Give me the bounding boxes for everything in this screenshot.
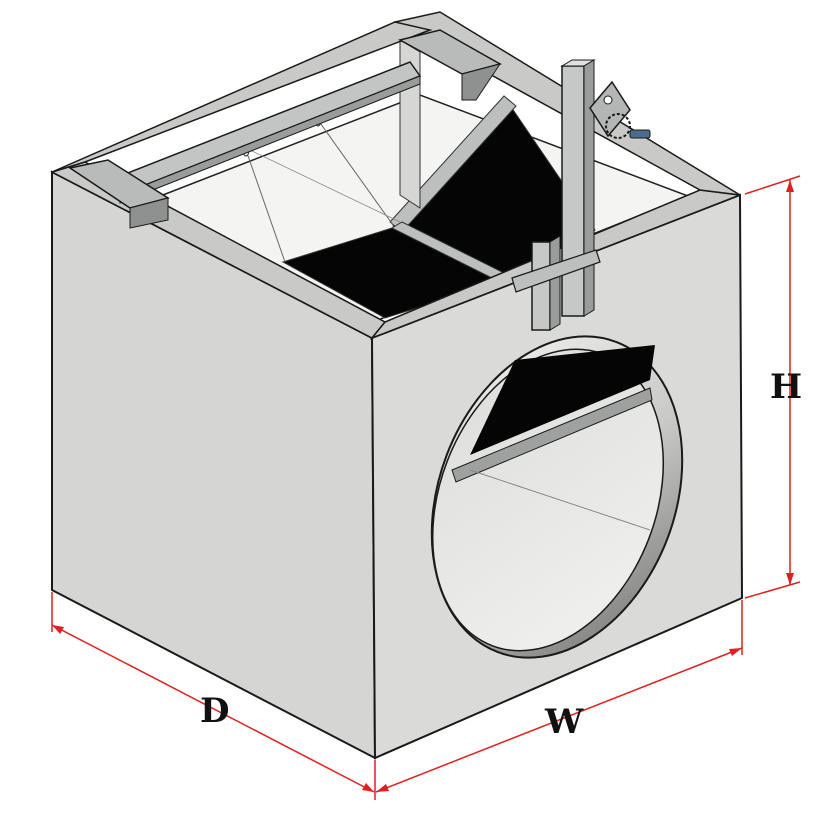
gate-stem-assembly (511, 59, 651, 331)
width-dimension-line (375, 647, 743, 793)
gate-stem-tall (561, 65, 585, 317)
width-label: W (544, 702, 584, 742)
depth-dimension-line (51, 624, 375, 793)
dimension-lines (51, 175, 801, 800)
support-beam (68, 29, 502, 229)
handwheel-icon (605, 113, 631, 139)
height-label: H (770, 367, 802, 407)
dimension-arrowheads (52, 180, 794, 792)
actuator-plate (589, 80, 631, 138)
pipe-opening (430, 335, 684, 659)
depth-label: D (200, 691, 229, 731)
gate-stem-short (531, 241, 551, 331)
